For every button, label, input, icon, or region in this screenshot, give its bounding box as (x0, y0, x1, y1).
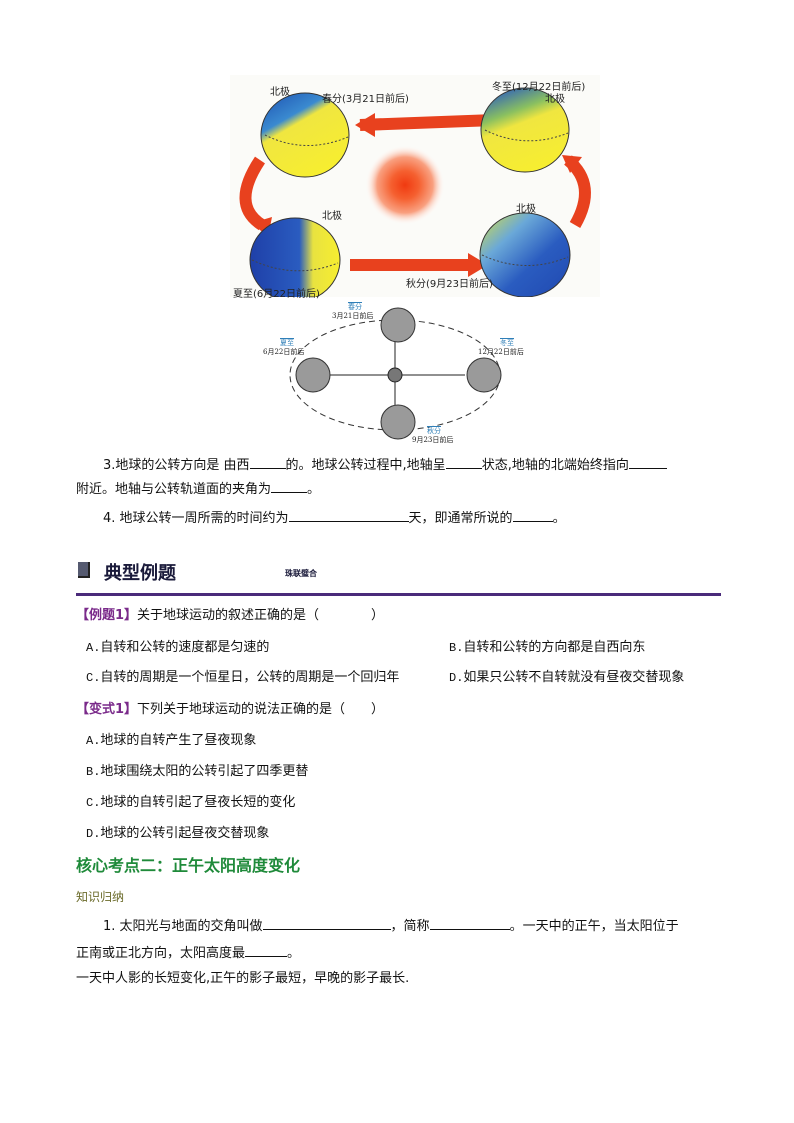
section-title: 典型例题 (104, 563, 176, 584)
blank[interactable] (249, 456, 286, 469)
core2-question-1-line1: 1. 太阳光与地面的交角叫做，简称。一天中的正午，当太阳位于 (103, 917, 679, 934)
example-1-option-c[interactable]: C.自转的周期是一个恒星日，公转的周期是一个回归年 (86, 670, 400, 685)
diagram2-autumn-name: 秋分 (427, 427, 441, 435)
core2-question-1-line2: 正南或正北方向，太阳高度最。 (76, 944, 301, 961)
north-pole-label-spring: 北极 (270, 87, 290, 98)
core-point-2-title: 核心考点二：正午太阳高度变化 (76, 856, 301, 875)
orbit-diagram-color: 北极 春分(3月21日前后) 冬至(12月22日前后) 北极 北极 北极 夏至(… (230, 75, 600, 303)
question-4: 4. 地球公转一周所需的时间约为天，即通常所说的。 (103, 509, 566, 526)
diagram2-winter-date: 12月22日前后 (478, 348, 524, 356)
north-pole-label-autumn: 北极 (516, 204, 536, 215)
variant-1-option-b[interactable]: B.地球围绕太阳的公转引起了四季更替 (86, 764, 309, 779)
example-1-option-d[interactable]: D.如果只公转不自转就没有昼夜交替现象 (449, 670, 685, 685)
diagram2-winter-name: 冬至 (500, 339, 514, 347)
north-pole-label-summer: 北极 (322, 211, 342, 222)
orbit-diagram-grey: 春分 3月21日前后 夏至 6月22日前后 冬至 12月22日前后 秋分 9月2… (255, 300, 540, 445)
winter-solstice-label: 冬至(12月22日前后) (492, 82, 586, 93)
knowledge-summary-label: 知识归纳 (76, 890, 125, 904)
diagram2-summer-date: 6月22日前后 (263, 348, 305, 356)
blank[interactable] (429, 917, 510, 930)
section-header: 典型例题 珠联璧合 (76, 558, 721, 598)
variant-1-option-c[interactable]: C.地球的自转引起了昼夜长短的变化 (86, 795, 296, 810)
autumn-equinox-label: 秋分(9月23日前后) (406, 279, 493, 290)
variant-1-option-a[interactable]: A.地球的自转产生了昼夜现象 (86, 733, 257, 748)
diagram2-summer-name: 夏至 (280, 339, 294, 347)
blank[interactable] (445, 456, 482, 469)
variant-1-tag: 【变式1】 (76, 702, 138, 717)
example-1-option-a[interactable]: A.自转和公转的速度都是匀速的 (86, 640, 270, 655)
spring-equinox-label: 春分(3月21日前后) (322, 94, 409, 105)
example-1-tag: 【例题1】 (76, 608, 138, 623)
variant-1-option-d[interactable]: D.地球的公转引起昼夜交替现象 (86, 826, 270, 841)
diagram2-spring-name: 春分 (348, 303, 362, 311)
blank[interactable] (512, 509, 553, 522)
section-divider (76, 593, 721, 596)
section-subtitle: 珠联璧合 (285, 568, 317, 578)
shadow-note: 一天中人影的长短变化,正午的影子最短，早晚的影子最长. (76, 971, 410, 986)
example-1-option-b[interactable]: B.自转和公转的方向都是自西向东 (449, 640, 646, 655)
orbit-illustration (230, 75, 600, 303)
blank[interactable] (628, 456, 667, 469)
book-icon (78, 562, 90, 578)
example-1-question: 【例题1】关于地球运动的叙述正确的是（ ） (76, 608, 385, 623)
blank[interactable] (271, 480, 308, 493)
diagram2-spring-date: 3月21日前后 (332, 312, 374, 320)
question-3-line1: 3.地球的公转方向是 由西的。地球公转过程中,地轴呈状态,地轴的北端始终指向 (103, 456, 667, 474)
summer-solstice-label: 夏至(6月22日前后) (233, 289, 320, 300)
orbit-schematic (289, 307, 502, 440)
north-pole-label-winter: 北极 (545, 94, 565, 105)
question-3-line2: 附近。地轴与公转轨道面的夹角为。 (76, 480, 321, 497)
blank[interactable] (262, 917, 391, 930)
diagram2-autumn-date: 9月23日前后 (412, 436, 454, 444)
variant-1-question: 【变式1】下列关于地球运动的说法正确的是（ ） (76, 702, 385, 717)
blank[interactable] (245, 944, 288, 957)
blank[interactable] (288, 509, 409, 522)
